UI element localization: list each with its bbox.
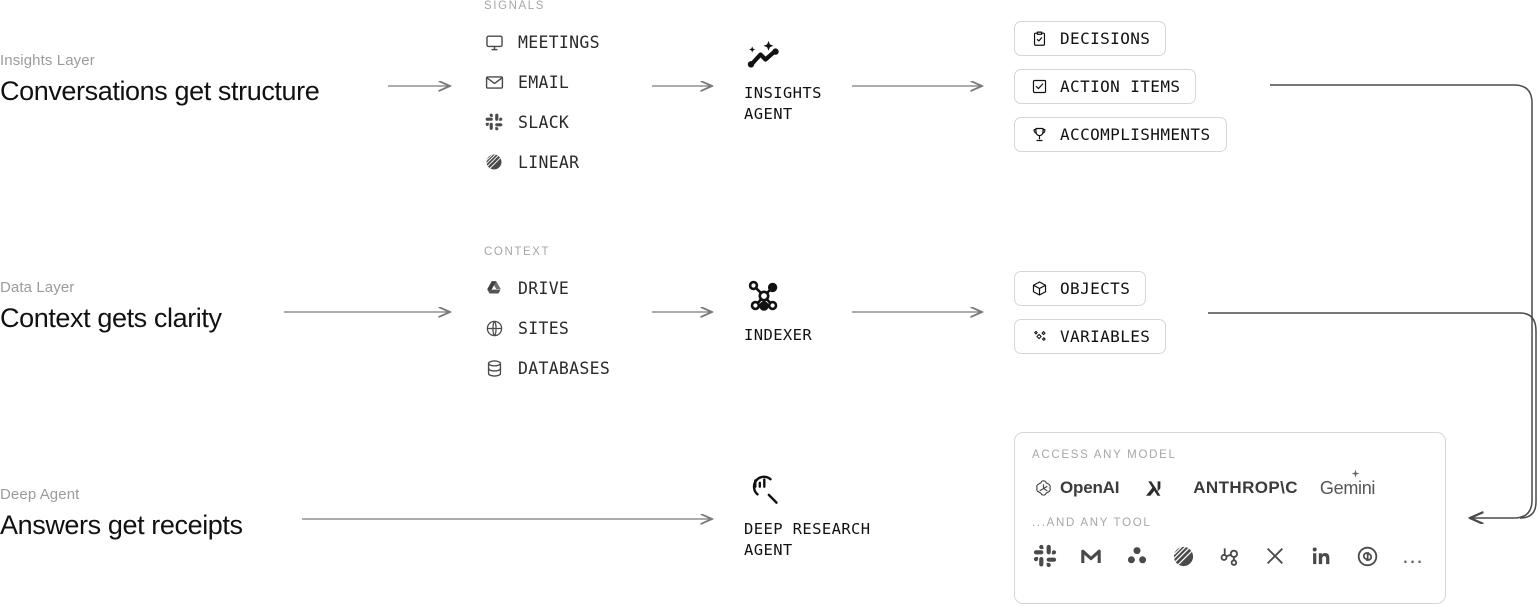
x-twitter-icon[interactable]: [1262, 543, 1288, 569]
tool-logo-row: ...: [1032, 541, 1428, 571]
chip-label: OBJECTS: [1060, 279, 1131, 298]
database-icon: [484, 358, 504, 378]
layer-title: Context gets clarity: [0, 303, 222, 333]
output-chip-accomplishments[interactable]: ACCOMPLISHMENTS: [1014, 117, 1227, 152]
more-label: ...: [1402, 543, 1424, 568]
agent-indexer[interactable]: INDEXER: [744, 276, 812, 346]
monitor-icon: [484, 32, 504, 52]
output-chip-decisions[interactable]: DECISIONS: [1014, 21, 1167, 56]
agent-name: DEEP RESEARCH AGENT: [744, 520, 871, 559]
source-item-slack[interactable]: SLACK: [484, 102, 600, 142]
models-header: ACCESS ANY MODEL: [1032, 449, 1177, 461]
agent-name: INSIGHTS AGENT: [744, 84, 822, 123]
source-item-drive[interactable]: DRIVE: [484, 268, 610, 308]
more-ellipsis-icon[interactable]: ...: [1400, 543, 1426, 569]
agent-name: INDEXER: [744, 326, 813, 344]
output-chip-objects[interactable]: OBJECTS: [1014, 271, 1147, 306]
diamonds-icon: [1030, 328, 1048, 346]
tools-header: ...AND ANY TOOL: [1032, 517, 1152, 529]
model-name: Gemini: [1319, 477, 1376, 498]
checkbox-check-icon: [1030, 78, 1048, 96]
agent-deep-research[interactable]: DEEP RESEARCH AGENT: [744, 470, 871, 561]
gemini-sparkle-icon: [1350, 469, 1361, 480]
source-item-linear[interactable]: LINEAR: [484, 142, 600, 182]
output-chip-variables[interactable]: VARIABLES: [1014, 319, 1167, 354]
source-item-sites[interactable]: SITES: [484, 308, 610, 348]
source-label: EMAIL: [518, 72, 570, 92]
layer-title: Answers get receipts: [0, 510, 243, 540]
model-anthropic[interactable]: ANTHROP\C: [1193, 475, 1298, 501]
model-logo-row: OpenAI ANTHROP\C Gemini: [1032, 469, 1428, 501]
layer-kicker: Data Layer: [0, 279, 75, 296]
cube-icon: [1030, 280, 1048, 298]
model-name: OpenAI: [1060, 478, 1120, 497]
source-label: LINEAR: [518, 152, 580, 172]
magnifier-chart-icon: [744, 470, 871, 510]
envelope-icon: [484, 72, 504, 92]
output-chip-action-items[interactable]: ACTION ITEMS: [1014, 69, 1197, 104]
chip-label: ACCOMPLISHMENTS: [1060, 125, 1211, 144]
group-header-signals: SIGNALS: [484, 0, 546, 12]
source-item-meetings[interactable]: MEETINGS: [484, 22, 600, 62]
layer-block-insights: Insights Layer Conversations get structu…: [0, 52, 320, 108]
layer-block-data: Data Layer Context gets clarity: [0, 279, 222, 335]
linkedin-icon[interactable]: [1308, 543, 1334, 569]
sparkle-trend-icon: [744, 40, 822, 74]
chip-label: DECISIONS: [1060, 29, 1151, 48]
linear-icon[interactable]: [1170, 543, 1196, 569]
source-label: SLACK: [518, 112, 570, 132]
model-xai[interactable]: [1141, 475, 1171, 501]
layer-kicker: Insights Layer: [0, 52, 95, 69]
source-label: DRIVE: [518, 278, 570, 298]
xai-icon: [1141, 476, 1165, 500]
globe-icon: [484, 318, 504, 338]
model-name: ANTHROP\C: [1193, 478, 1298, 497]
source-label: DATABASES: [518, 358, 611, 378]
slack-icon: [484, 112, 504, 132]
chip-label: VARIABLES: [1060, 327, 1151, 346]
layer-title: Conversations get structure: [0, 76, 320, 106]
clipboard-check-icon: [1030, 30, 1048, 48]
model-openai[interactable]: OpenAI: [1032, 475, 1119, 501]
source-item-email[interactable]: EMAIL: [484, 62, 600, 102]
hubspot-icon[interactable]: [1216, 543, 1242, 569]
network-hub-icon: [744, 276, 812, 316]
source-item-databases[interactable]: DATABASES: [484, 348, 610, 388]
asana-icon[interactable]: [1124, 543, 1150, 569]
source-label: SITES: [518, 318, 570, 338]
agent-insights[interactable]: INSIGHTS AGENT: [744, 40, 822, 125]
model-gemini[interactable]: Gemini: [1319, 469, 1376, 501]
gmail-icon[interactable]: [1078, 543, 1104, 569]
group-header-context: CONTEXT: [484, 246, 551, 258]
openai-icon: [1032, 477, 1054, 499]
layer-kicker: Deep Agent: [0, 486, 80, 503]
chip-label: ACTION ITEMS: [1060, 77, 1181, 96]
source-list-signals: MEETINGS EMAIL SLACK: [484, 22, 600, 182]
access-any-model-panel: ACCESS ANY MODEL OpenAI: [1014, 432, 1446, 604]
source-label: MEETINGS: [518, 32, 600, 52]
trophy-icon: [1030, 126, 1048, 144]
slack-icon[interactable]: [1032, 543, 1058, 569]
layer-block-deep-agent: Deep Agent Answers get receipts: [0, 486, 243, 542]
google-drive-icon: [484, 278, 504, 298]
linear-icon: [484, 152, 504, 172]
quickbooks-icon[interactable]: [1354, 543, 1380, 569]
source-list-context: DRIVE SITES DATABASES: [484, 268, 610, 388]
